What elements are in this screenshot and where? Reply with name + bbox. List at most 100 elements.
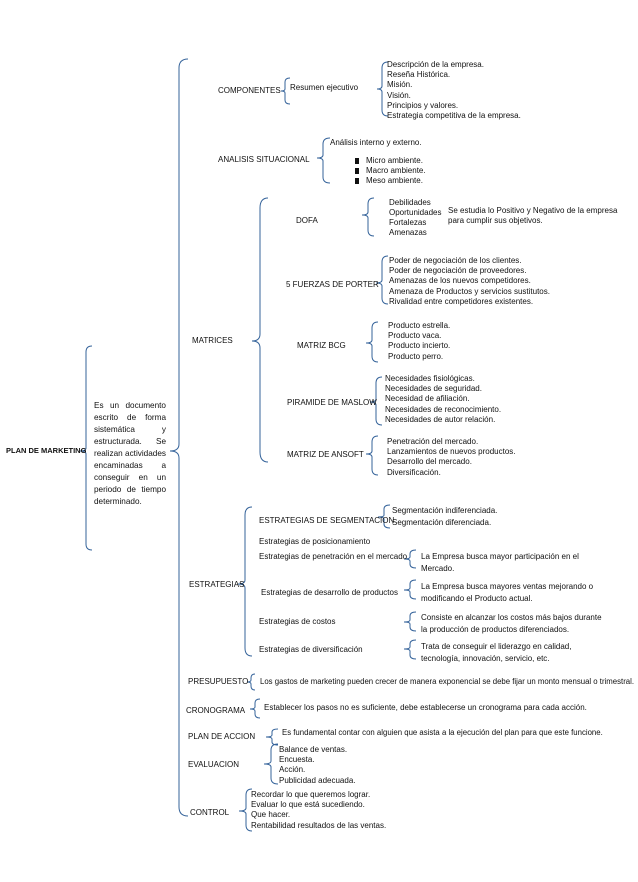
bracket-maslow (369, 376, 383, 426)
evaluacion-label: EVALUACION (188, 760, 239, 769)
analisis-intro: Análisis interno y externo. (330, 138, 422, 147)
bracket-bcg (365, 321, 379, 363)
list-item: Poder de negociación de proveedores. (389, 266, 527, 276)
costos-note: Consiste en alcanzar los costos más bajo… (421, 613, 602, 634)
segmentacion-items: Segmentación indiferenciada. Segmentació… (392, 505, 497, 529)
bracket-resumen (376, 61, 389, 117)
list-item: Amenaza de Productos y servicios sustitu… (389, 286, 550, 296)
bracket-plan-accion (265, 728, 279, 746)
bracket-presupuesto (246, 673, 256, 691)
list-item: Necesidad de afiliación. (385, 394, 470, 404)
bracket-analisis (316, 137, 331, 184)
list-item: Debilidades (389, 198, 431, 207)
list-item: Misión. (387, 80, 413, 90)
dofa-label: DOFA (296, 216, 318, 225)
matrices-label: MATRICES (192, 336, 233, 345)
bracket-estrategias (237, 506, 253, 657)
list-item: Que hacer. (251, 810, 291, 820)
list-item: Amenazas de los nuevos competidores. (389, 276, 531, 286)
posicionamiento-label: Estrategias de posicionamiento (259, 537, 371, 546)
root-description: Es un documento escrito de forma sistemá… (94, 401, 166, 506)
list-item: Necesidades fisiológicas. (385, 374, 475, 383)
plan-accion-text: Es fundamental contar con alguien que as… (282, 728, 603, 737)
bracket-costos (403, 611, 417, 632)
list-item: Encuesta. (279, 755, 315, 765)
list-item: Balance de ventas. (279, 745, 348, 754)
list-item: Fortalezas (389, 218, 427, 227)
bracket-cronograma (249, 698, 261, 719)
list-item: Penetración del mercado. (387, 437, 479, 446)
ansoff-label: MATRIZ DE ANSOFT (287, 450, 364, 459)
bcg-items: Producto estrella. Producto vaca. Produc… (388, 321, 450, 362)
diversificacion-note: Trata de conseguir el liderazgo en calid… (421, 642, 572, 663)
list-item: Macro ambiente. (355, 166, 426, 176)
costos-label: Estrategias de costos (259, 617, 336, 626)
penetracion-label: Estrategias de penetración en el mercado (259, 552, 408, 561)
evaluacion-items: Balance de ventas. Encuesta. Acción. Pub… (279, 745, 356, 786)
bracket-diversificacion (403, 639, 417, 660)
list-item: Necesidades de reconocimiento. (385, 404, 502, 414)
estrategias-label: ESTRATEGIAS (189, 580, 245, 589)
list-item: Rivalidad entre competidores existentes. (389, 296, 534, 306)
list-item: Segmentación indiferenciada. (392, 506, 498, 515)
resumen-label: Resumen ejecutivo (290, 83, 359, 92)
bracket-porter (375, 255, 389, 305)
bracket-componentes (280, 77, 291, 105)
list-item: Oportunidades (389, 208, 442, 217)
list-item: Acción. (279, 765, 306, 775)
list-item: Producto vaca. (388, 331, 442, 341)
desarrollo-label: Estrategias de desarrollo de productos (261, 588, 398, 597)
plan-accion-label: PLAN DE ACCION (188, 732, 256, 741)
segmentacion-label: ESTRATEGIAS DE SEGMENTACION (259, 516, 395, 525)
bracket-ansoff (365, 435, 379, 476)
analisis-label: ANALISIS SITUACIONAL (218, 155, 310, 164)
list-item: Necesidades de autor relación. (385, 414, 496, 424)
list-item: Producto perro. (388, 351, 444, 361)
bracket-evaluacion (263, 743, 279, 785)
list-item: Estrategia competitiva de la empresa. (387, 111, 521, 121)
desarrollo-note: La Empresa busca mayores ventas mejorand… (421, 582, 594, 603)
list-item: Descripción de la empresa. (387, 60, 484, 69)
bracket-control (238, 788, 253, 832)
bracket-dofa (361, 197, 375, 237)
bracket-segmentacion (377, 504, 391, 529)
bracket-main (169, 58, 189, 817)
componentes-items: Descripción de la empresa. Reseña Histór… (387, 60, 521, 121)
dofa-note: Se estudia lo Positivo y Negativo de la … (448, 206, 618, 226)
diversificacion-label: Estrategias de diversificación (259, 645, 363, 654)
bracket-penetracion (403, 549, 417, 569)
list-item: Lanzamientos de nuevos productos. (387, 447, 516, 457)
list-item: Necesidades de seguridad. (385, 384, 482, 394)
cronograma-label: CRONOGRAMA (186, 706, 246, 715)
bracket-root (79, 345, 93, 551)
bracket-matrices (251, 197, 269, 463)
bcg-label: MATRIZ BCG (297, 341, 346, 350)
dofa-items: Debilidades Oportunidades Fortalezas Ame… (389, 198, 441, 238)
cronograma-text: Establecer los pasos no es suficiente, d… (264, 703, 587, 712)
list-item: Desarrollo del mercado. (387, 457, 472, 467)
list-item: Amenazas (389, 228, 427, 237)
list-item: Principios y valores. (387, 100, 459, 110)
presupuesto-label: PRESUPUESTO (188, 677, 249, 686)
list-item: Recordar lo que queremos lograr. (251, 790, 371, 799)
list-item: Diversificación. (387, 467, 441, 477)
list-item: Evaluar lo que está sucediendo. (251, 800, 365, 810)
list-item: Producto estrella. (388, 321, 451, 330)
root-title: PLAN DE MARKETING (6, 446, 87, 455)
bracket-desarrollo (403, 579, 417, 600)
control-items: Recordar lo que queremos lograr. Evaluar… (251, 790, 386, 831)
presupuesto-text: Los gastos de marketing pueden crecer de… (260, 677, 635, 686)
list-item: Meso ambiente. (355, 176, 426, 186)
ansoff-items: Penetración del mercado. Lanzamientos de… (387, 437, 516, 478)
penetracion-note: La Empresa busca mayor participación en … (421, 552, 579, 573)
control-label: CONTROL (190, 808, 230, 817)
list-item: Poder de negociación de los clientes. (389, 256, 522, 265)
maslow-items: Necesidades fisiológicas. Necesidades de… (385, 374, 501, 425)
componentes-label: COMPONENTES (218, 86, 281, 95)
list-item: Rentabilidad resultados de las ventas. (251, 820, 387, 830)
list-item: Publicidad adecuada. (279, 775, 356, 785)
porter-items: Poder de negociación de los clientes. Po… (389, 256, 550, 307)
analisis-items: Micro ambiente. Macro ambiente. Meso amb… (355, 156, 426, 187)
list-item: Reseña Histórica. (387, 70, 451, 80)
